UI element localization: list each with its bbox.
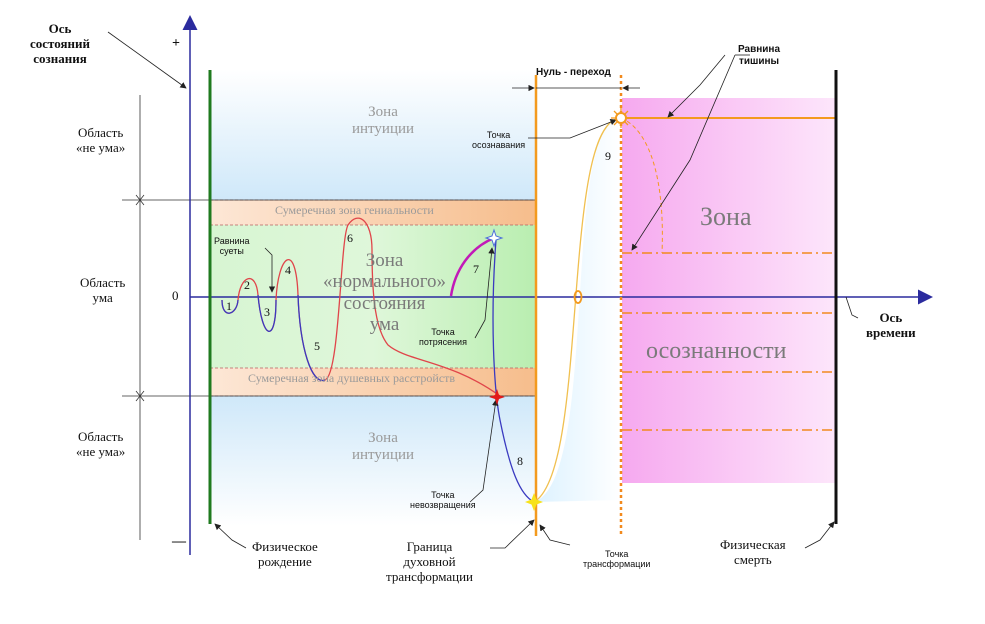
genius-band [210,200,536,225]
curve-number-8: 8 [517,454,523,468]
intuition-top-zone [210,70,536,200]
transformation-point-icon [525,493,543,511]
region-no-mind-top: Область«не ума» [76,125,126,155]
arc-outline [533,117,622,503]
curve-number-1: 1 [226,299,232,313]
transformation-arc [534,118,621,502]
plus-sign: + [172,36,180,51]
return-arc [620,117,663,254]
zone-disorders: Сумеречная зона душевных расстройств [248,371,456,385]
awareness-point-icon [611,108,631,128]
zero-marker-icon [573,290,583,304]
curve-number-6: 6 [347,231,353,245]
region-no-mind-bottom: Область«не ума» [76,429,126,459]
curve-number-3: 3 [264,305,270,319]
zone-genius: Сумеречная зона гениальности [275,203,434,217]
awareness-zone [622,98,836,483]
label-zero-transition: Нуль - переход [536,67,611,78]
curve-number-4: 4 [285,263,291,277]
intuition-bottom-zone [210,396,536,526]
curve-number-5: 5 [314,339,320,353]
zero-label: 0 [172,288,179,303]
zone-awareness-1: Зона [700,202,752,231]
curve-number-9: 9 [605,149,611,163]
curve-number-7: 7 [473,262,479,276]
minus-sign: — [172,534,186,549]
shock-point-icon [484,228,504,248]
disorders-band [210,368,536,396]
zone-awareness-2: осознанности [646,338,787,364]
curve-number-2: 2 [244,278,250,292]
no-return-point-icon [489,389,505,405]
shock-arc [449,236,495,297]
life-curve-blue [221,239,535,503]
